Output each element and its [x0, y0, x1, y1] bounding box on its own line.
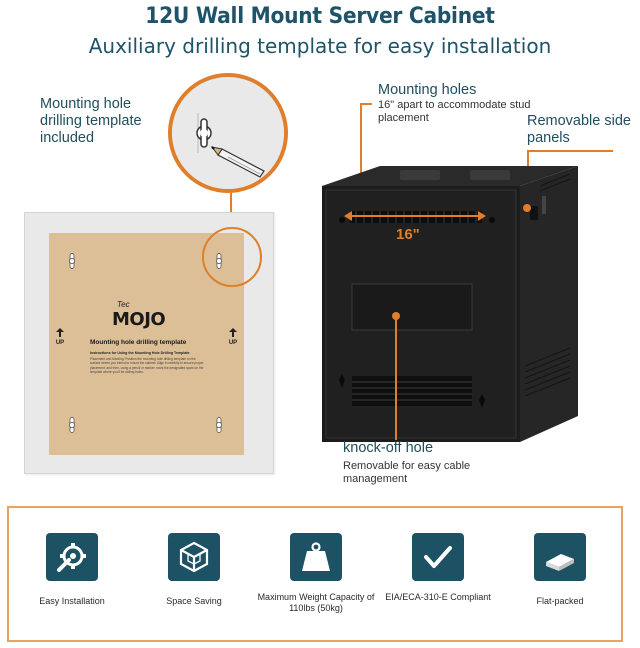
template-instructions-title: Instructions for Using the Mounting Hole…	[90, 351, 190, 355]
feature-flat-packed: Flat-packed	[500, 533, 620, 607]
up-arrow-right: UP	[227, 328, 239, 347]
mounting-slot-icon	[69, 253, 75, 269]
mounting-slot-icon	[216, 417, 222, 433]
magnifier-connector	[230, 193, 232, 229]
feature-label: Easy Installation	[39, 596, 105, 606]
up-arrow-left: UP	[54, 328, 66, 347]
page-subtitle: Auxiliary drilling template for easy ins…	[88, 34, 552, 58]
knockoff-title: knock-off hole	[343, 440, 434, 456]
zoom-circle	[202, 227, 262, 287]
template-heading: Mounting hole drilling template	[90, 339, 187, 346]
side-panels-callout: Removable side panels	[527, 113, 631, 146]
logo-mojo: MOJO	[112, 309, 166, 330]
server-cabinet-illustration	[320, 166, 582, 444]
up-arrow-icon	[56, 328, 64, 337]
callout-dot	[392, 312, 400, 320]
feature-space-saving: Space Saving	[134, 533, 254, 607]
features-panel	[7, 506, 623, 642]
callout-line	[360, 103, 362, 210]
knockoff-callout: knock-off hole Removable for easy cable …	[343, 440, 513, 486]
template-callout: Mounting hole drilling template included	[40, 96, 142, 146]
feature-label: Maximum Weight Capacity of 110lbs (50kg)	[257, 592, 375, 613]
mounting-holes-callout: Mounting holes 16" apart to accommodate …	[378, 82, 538, 125]
cube-icon	[168, 533, 220, 581]
mounting-slot-icon	[216, 253, 222, 269]
up-label: UP	[228, 340, 238, 346]
page-title: 12U Wall Mount Server Cabinet	[145, 4, 495, 29]
feature-label: EIA/ECA-310-E Compliant	[385, 592, 491, 602]
magnifier-circle	[168, 73, 288, 193]
mounting-holes-title: Mounting holes	[378, 82, 477, 98]
feature-easy-installation: Easy Installation	[12, 533, 132, 607]
callout-line	[527, 150, 613, 152]
checkmark-icon	[412, 533, 464, 581]
box-icon	[534, 533, 586, 581]
feature-max-weight: Maximum Weight Capacity of 110lbs (50kg)	[256, 533, 376, 614]
feature-label: Flat-packed	[536, 596, 584, 606]
mounting-slot-icon	[69, 417, 75, 433]
weight-icon	[290, 533, 342, 581]
up-label: UP	[55, 340, 65, 346]
callout-dot	[523, 204, 531, 212]
pencil-marking-illustration	[172, 77, 284, 189]
dimension-label: 16"	[396, 226, 420, 243]
template-instructions-body: Placement and Marking: Position the moun…	[90, 357, 204, 375]
callout-line	[395, 318, 397, 440]
mounting-holes-desc: 16" apart to accommodate stud placement	[378, 99, 531, 124]
feature-label: Space Saving	[166, 596, 222, 606]
knockoff-desc: Removable for easy cable management	[343, 460, 471, 485]
up-arrow-icon	[229, 328, 237, 337]
pencil-icon	[210, 146, 265, 178]
wrench-gear-icon	[46, 533, 98, 581]
feature-compliant: EIA/ECA-310-E Compliant	[378, 533, 498, 603]
callout-line	[360, 103, 372, 105]
keyhole-slot-icon	[196, 118, 212, 148]
logo-tec: Tec	[117, 300, 130, 309]
